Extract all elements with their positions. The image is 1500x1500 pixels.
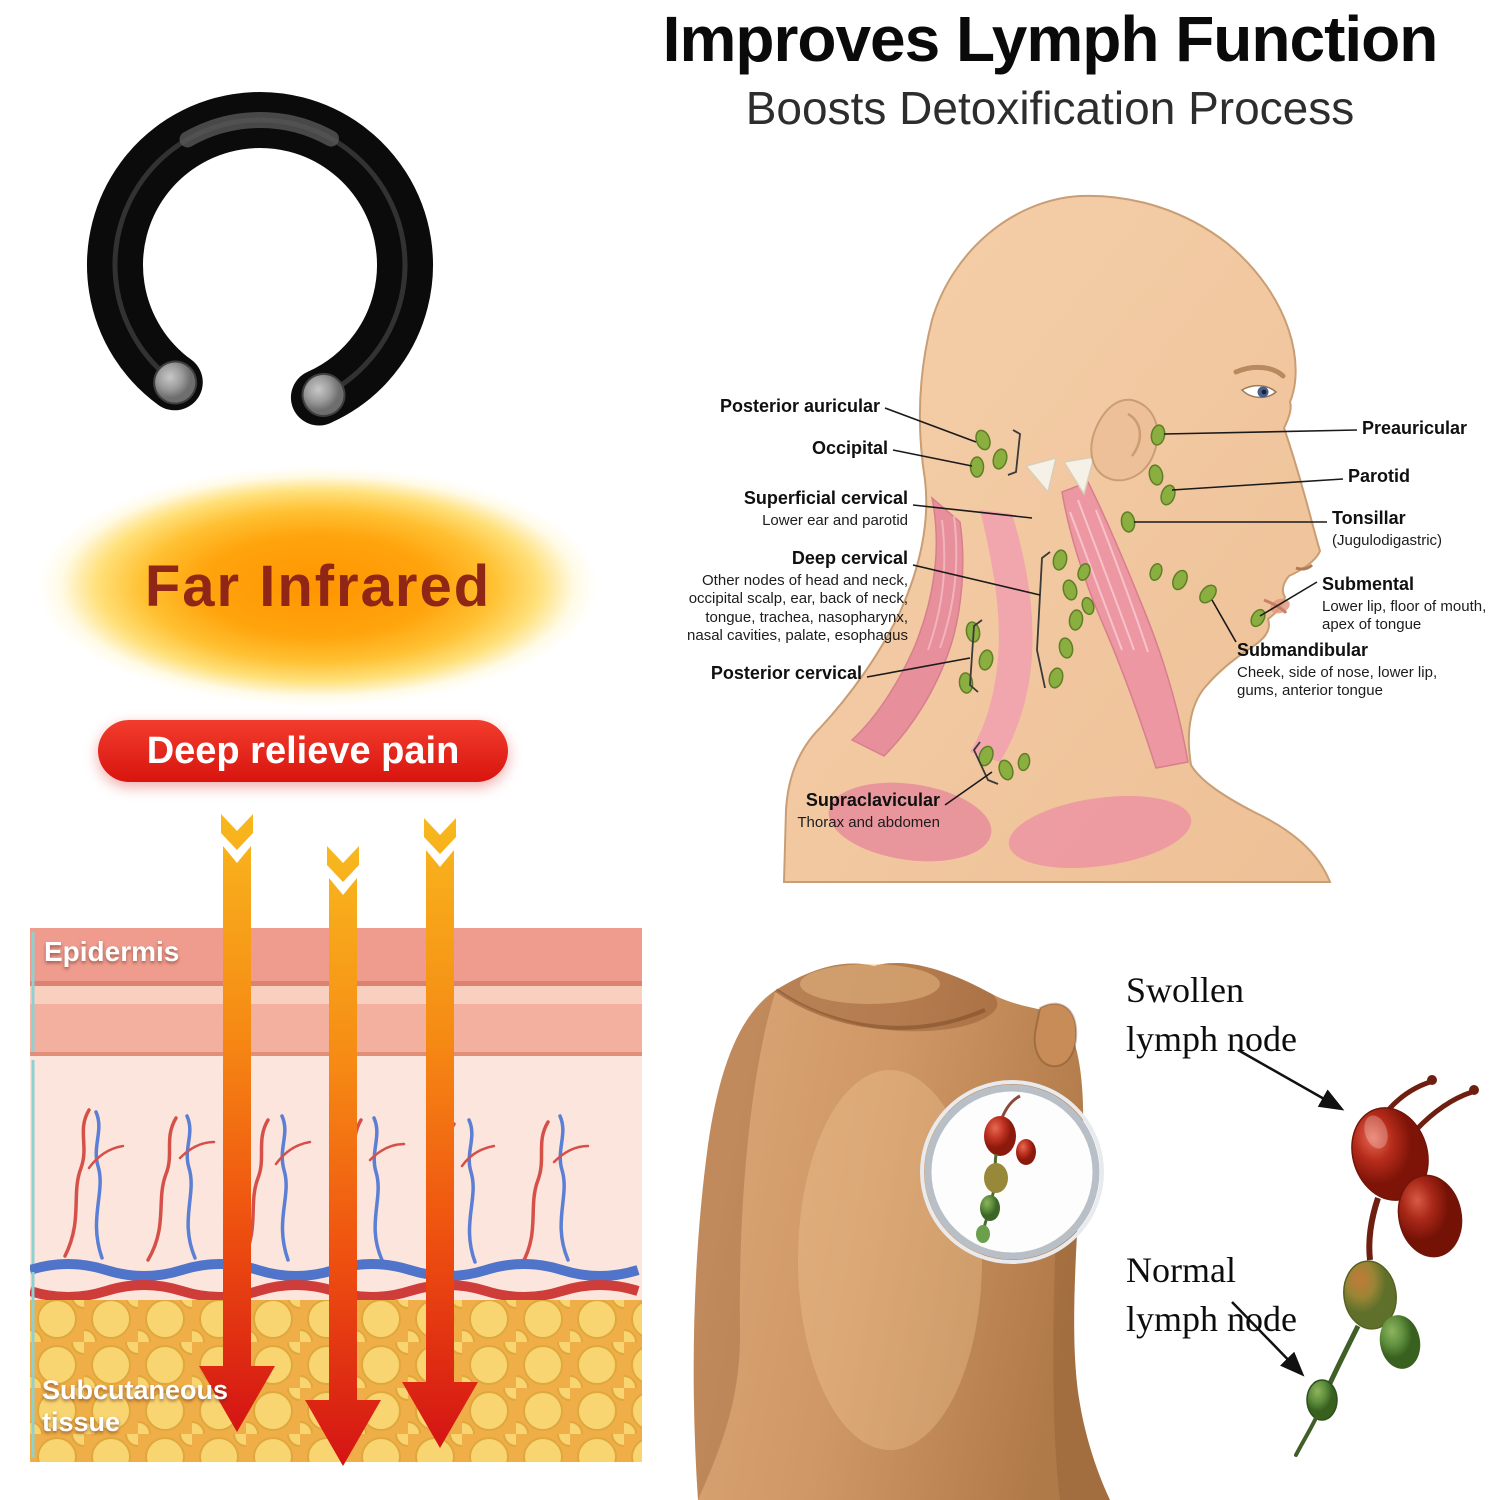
label-title: Preauricular — [1362, 418, 1468, 438]
ring-magnet-right — [301, 372, 346, 417]
label-preauricular: Preauricular — [1362, 418, 1500, 440]
label-title: Posterior auricular — [719, 396, 880, 416]
label-title: Deep cervical — [791, 548, 908, 568]
label-submental: Submental Lower lip, floor of mouth, ape… — [1322, 574, 1487, 635]
label-supraclavicular: Supraclavicular Thorax and abdomen — [770, 790, 940, 832]
epidermis-label: Epidermis — [44, 936, 180, 967]
label-occipital: Occipital — [728, 438, 888, 460]
head-profile — [782, 194, 1332, 883]
swollen-node-small — [1397, 1174, 1463, 1258]
swollen-node-label: Swollen lymph node — [1126, 970, 1297, 1059]
label-title: Posterior cervical — [710, 663, 862, 683]
label-desc: Cheek, side of nose, lower lip, gums, an… — [1237, 663, 1438, 700]
node-cluster — [1294, 1075, 1479, 1457]
neck-muscles — [828, 481, 1192, 869]
normal-node-label: Normal lymph node — [1126, 1250, 1297, 1339]
lymph-nodes — [958, 424, 1266, 781]
infrared-arrows — [199, 814, 478, 1466]
magnified-nodes — [976, 1094, 1036, 1243]
label-title: Occipital — [811, 438, 888, 458]
neck-illustration — [693, 962, 1110, 1500]
face-details — [1233, 364, 1314, 615]
label-desc: Lower lip, floor of mouth, apex of tongu… — [1322, 597, 1487, 634]
infrared-arrow-right — [402, 818, 478, 1448]
jaw-line — [774, 988, 986, 1030]
far-infrared-glow: Far Infrared — [38, 466, 598, 706]
label-deep-cervical: Deep cervical Other nodes of head and ne… — [668, 548, 908, 646]
label-title: Superficial cervical — [743, 488, 908, 508]
comparison-arrows — [1231, 1048, 1345, 1377]
eyebrow — [1233, 364, 1286, 379]
label-title: Submandibular — [1237, 640, 1369, 660]
title-block: Improves Lymph Function Boosts Detoxific… — [600, 3, 1500, 135]
label-desc: Thorax and abdomen — [797, 813, 940, 831]
subcutaneous-label: Subcutaneous tissue — [42, 1375, 229, 1438]
nostril — [1295, 563, 1314, 571]
chin-shadow — [776, 962, 998, 1032]
node-brackets — [969, 429, 1051, 785]
label-title: Supraclavicular — [805, 790, 940, 810]
tendon-patches — [1024, 456, 1096, 496]
ring-inner-edge — [112, 117, 408, 413]
node-comparison-illustration — [1231, 1048, 1479, 1457]
label-title: Parotid — [1348, 466, 1411, 486]
label-submandibular: Submandibular Cheek, side of nose, lower… — [1237, 640, 1452, 701]
transition-node — [1343, 1260, 1397, 1330]
label-title: Tonsillar — [1332, 508, 1406, 528]
ring-magnet-left — [153, 360, 198, 405]
ear-hint — [1033, 1002, 1078, 1068]
label-superficial-cervical: Superficial cervical Lower ear and parot… — [693, 488, 908, 530]
label-posterior-cervical: Posterior cervical — [672, 663, 862, 685]
label-tonsillar: Tonsillar (Jugulodigastric) — [1332, 508, 1500, 550]
magnifier-circle — [920, 1080, 1104, 1264]
pain-relief-badge: Deep relieve pain — [98, 720, 508, 782]
page-title: Improves Lymph Function — [662, 3, 1439, 75]
label-title: Submental — [1322, 574, 1415, 594]
far-infrared-label: Far Infrared — [144, 553, 492, 619]
magnetic-ring-illustration — [87, 92, 433, 438]
label-desc: Other nodes of head and neck, occipital … — [687, 571, 908, 645]
normal-node-small — [1306, 1379, 1338, 1421]
infrared-arrow-middle — [305, 846, 381, 1466]
label-parotid: Parotid — [1348, 466, 1478, 488]
normal-node-mid — [1379, 1315, 1421, 1369]
pointer-lines — [866, 407, 1358, 806]
infrared-arrow-left — [199, 814, 275, 1432]
label-posterior-auricular: Posterior auricular — [680, 396, 880, 418]
label-desc: Lower ear and parotid — [762, 511, 908, 529]
head-lymph-illustration — [782, 194, 1358, 883]
label-desc: (Jugulodigastric) — [1332, 531, 1443, 549]
page-subtitle: Boosts Detoxification Process — [745, 82, 1355, 135]
pain-badge-label: Deep relieve pain — [146, 729, 460, 772]
